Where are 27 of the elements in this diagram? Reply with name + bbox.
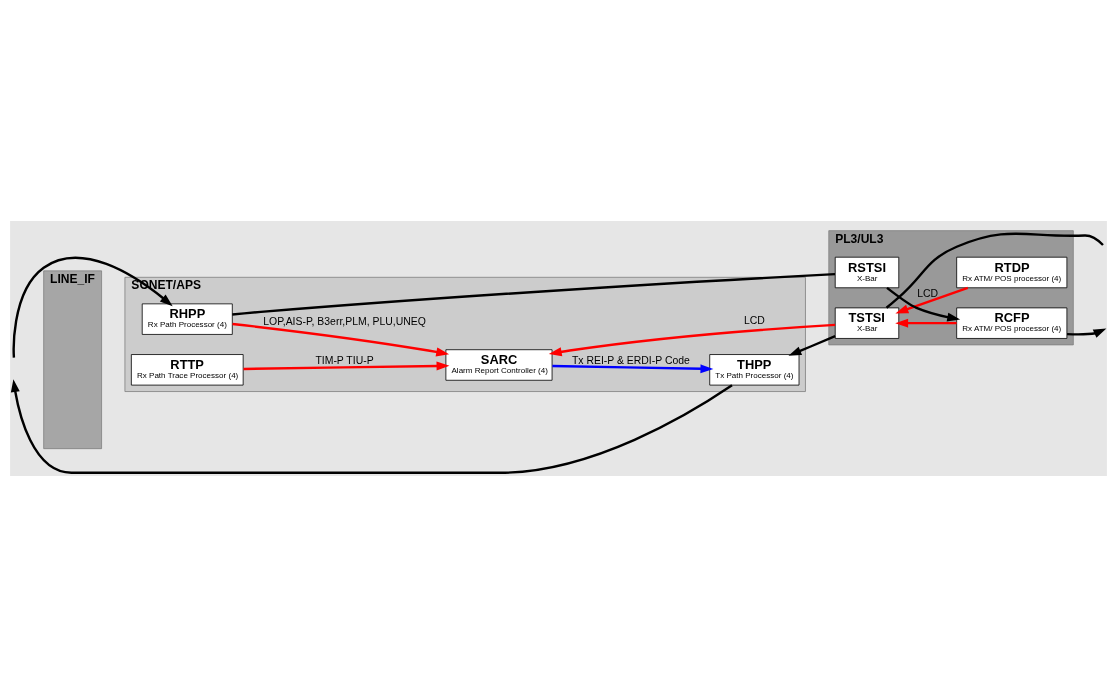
node-box: RHPP Rx Path Processor (4) <box>141 302 233 335</box>
arrow <box>895 318 957 328</box>
edge-label: LOP,AIS-P, B3err,PLM, PLU,UNEQ <box>263 315 426 327</box>
edge-label: LCD <box>743 314 765 326</box>
node-box: RTDP Rx ATM/ POS processor (4) <box>956 256 1068 288</box>
arrow <box>243 360 450 370</box>
node-box: TSTSI X-Bar <box>834 307 900 339</box>
node-box: RCFP Rx ATM/ POS processor (4) <box>956 307 1068 339</box>
node-box: SARC Alarm Report Controller (4) <box>445 348 553 381</box>
node-box: THPP Tx Path Processor (4) <box>709 353 800 385</box>
arrow <box>886 286 961 322</box>
arrow <box>895 286 969 313</box>
node-box: RTTP Rx Path Trace Processor (4) <box>130 353 244 385</box>
arrow <box>10 378 733 474</box>
arrow <box>232 322 450 356</box>
edge-label: Tx REI-P & ERDI-P Code <box>571 354 690 366</box>
arrow <box>788 334 836 356</box>
arrow <box>12 256 173 358</box>
node-box: RSTSI X-Bar <box>834 256 900 288</box>
edge-label: LCD <box>917 287 939 299</box>
node-box: LINE_IF <box>43 269 102 449</box>
arrow <box>1067 328 1107 338</box>
connector <box>232 272 836 316</box>
edge-label: TIM-P TIU-P <box>315 354 374 366</box>
connector <box>885 231 1104 309</box>
arrow <box>552 363 714 373</box>
arrow <box>548 323 836 356</box>
